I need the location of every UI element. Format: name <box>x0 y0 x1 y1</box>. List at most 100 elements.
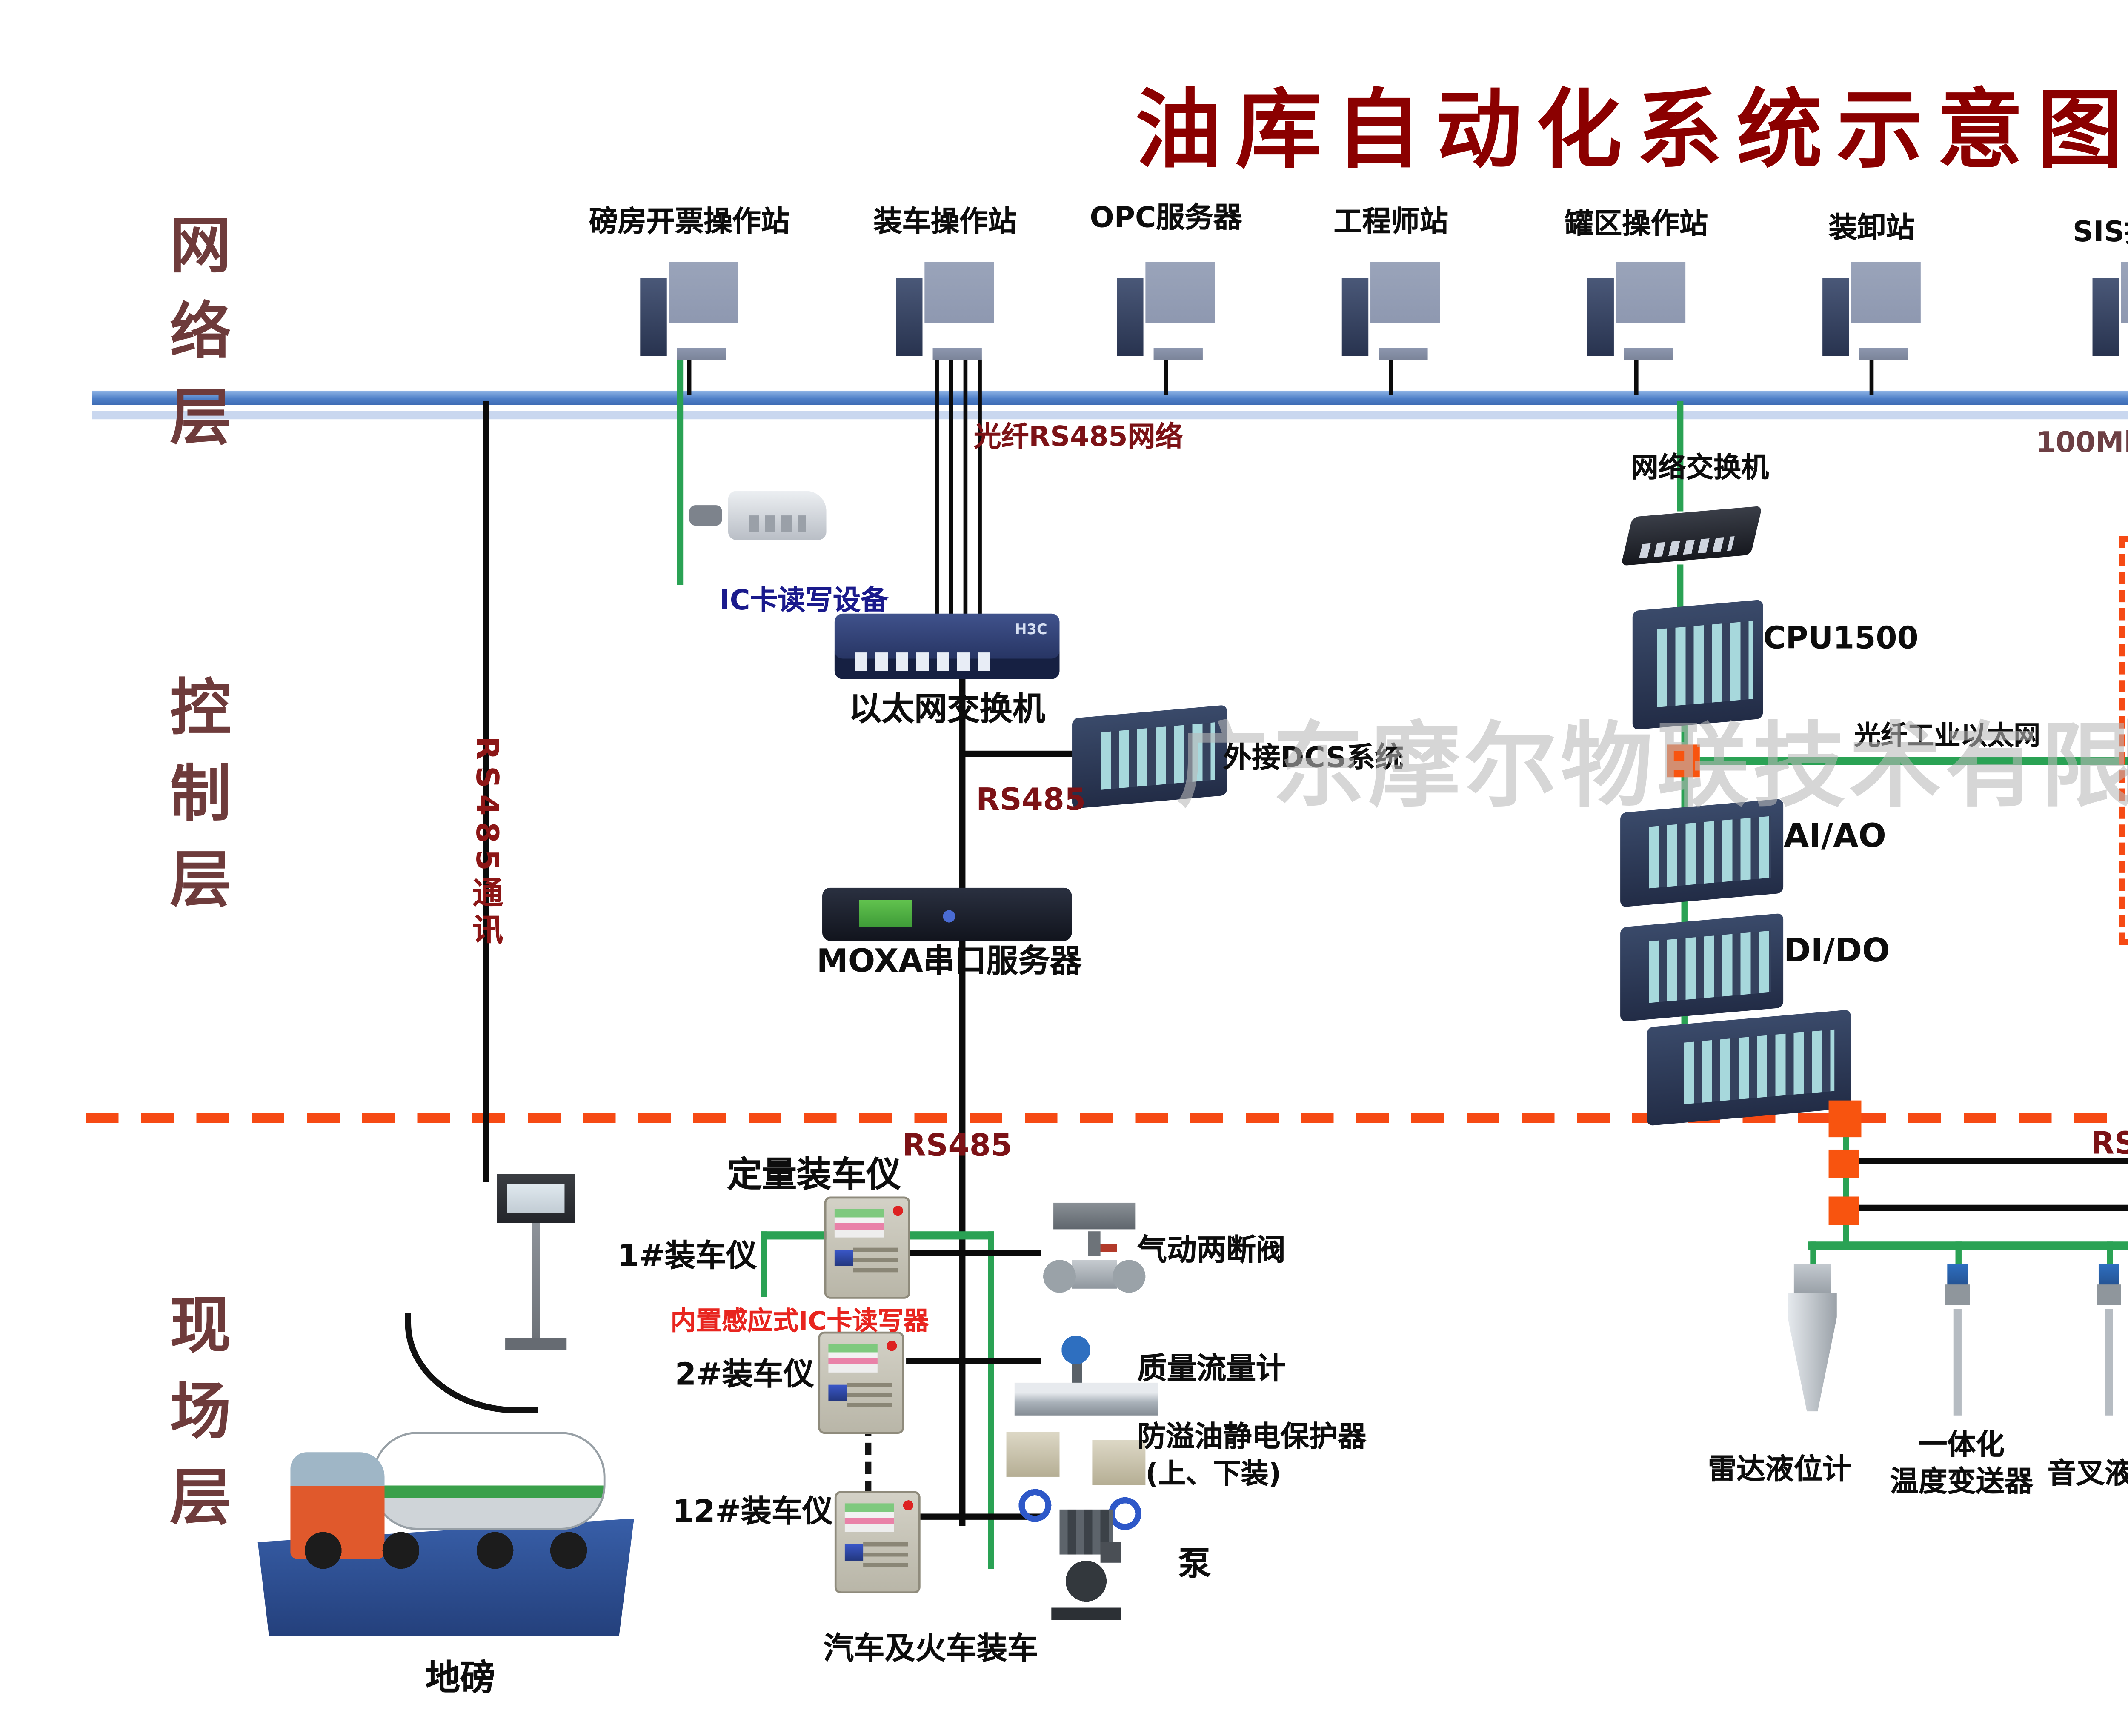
layer-label-network: 网络层 <box>157 212 229 471</box>
ic-note-label: 内置感应式IC卡读写器 <box>670 1305 929 1336</box>
mid-switch-label: 网络交换机 <box>1630 452 1769 485</box>
station-label: 装车操作站 <box>873 206 1017 240</box>
sis-rs485-line <box>1845 1158 2128 1164</box>
di-do-label: DI/DO <box>1783 930 1890 970</box>
loading-controller-2-icon <box>818 1331 904 1434</box>
mid-switch-line <box>1677 400 1684 512</box>
ic-card-reader-icon <box>728 491 827 540</box>
junction-node <box>1667 744 1700 778</box>
overflow-protector-sublabel: (上、下装) <box>1145 1458 1281 1491</box>
switch-brand: H3C <box>1015 622 1047 638</box>
loading-controller-12-icon <box>834 1491 921 1593</box>
station-label: 磅房开票操作站 <box>589 206 790 240</box>
fiber-industrial-line <box>1699 757 2128 765</box>
truck-wheels-icon <box>286 1530 634 1571</box>
station-label: 工程师站 <box>1333 206 1448 240</box>
plc-modules <box>1649 816 1770 888</box>
station-label: SIS操作站 <box>2072 217 2128 250</box>
ethernet-100m-label: 100Mbps以太网 <box>2036 427 2128 460</box>
loader1-label: 1#装车仪 <box>618 1237 757 1275</box>
usb-plug-icon <box>689 505 722 526</box>
workstation-icon <box>1341 262 1440 364</box>
page-title: 油库自动化系统示意图 <box>1135 80 2128 180</box>
switch-uplink-line <box>978 360 982 620</box>
loader-ellipsis-line <box>865 1423 872 1493</box>
overflow-protector-label: 防溢油静电保护器 <box>1137 1421 1367 1455</box>
switch-uplink-line <box>935 360 939 620</box>
plc-modules <box>1100 722 1215 790</box>
mass-flowmeter-label: 质量流量计 <box>1137 1354 1286 1387</box>
radar-level-gauge-icon <box>1783 1264 1841 1416</box>
drop-line <box>1389 360 1393 395</box>
sis-switch-label: 网络交换机 <box>2123 575 2128 604</box>
workstation-icon <box>1822 262 1921 364</box>
io-device-label: 音叉液位开关 <box>2047 1458 2128 1491</box>
moxa-serial-server-icon <box>822 887 1072 941</box>
io-device-label: 雷达液位计 <box>1708 1454 1851 1487</box>
drop-line <box>1164 360 1168 395</box>
ai-ao-label: AI/AO <box>1783 816 1886 855</box>
loader-green-drop <box>761 1231 767 1297</box>
drop-line <box>687 360 692 395</box>
fiber-rs485-label: 光纤RS485网络 <box>973 421 1183 454</box>
scale-indicator-icon <box>491 1174 581 1350</box>
fiber-industrial-label: 光纤工业以太网 <box>1854 722 2040 753</box>
ethernet-bus-line <box>92 390 2128 405</box>
ai-ao-plc-icon <box>1620 798 1784 907</box>
rs485-loading-label: RS485 <box>902 1127 1013 1164</box>
remote-io-plc-icon <box>1647 1010 1851 1126</box>
workstation-icon <box>1587 262 1686 364</box>
loading-caption: 汽车及火车装车 <box>823 1630 1038 1667</box>
loading-pump-icon <box>1035 1505 1146 1620</box>
cpu1500-label: CPU1500 <box>1763 620 1919 657</box>
drop-line <box>1634 360 1639 395</box>
workstation-icon <box>1117 262 1215 364</box>
dcs-branch-line <box>961 750 1080 757</box>
switch-ports <box>1639 536 1735 558</box>
mass-flowmeter-icon <box>1010 1333 1162 1424</box>
moxa-label: MOXA串口服务器 <box>816 943 1082 980</box>
switch-uplink-line <box>949 360 953 620</box>
loading-title: 定量装车仪 <box>727 1155 901 1197</box>
io-device-label: 温度变送器 <box>1890 1466 2034 1499</box>
ethernet-switch-label: 以太网交换机 <box>849 689 1045 728</box>
plc-modules <box>1649 931 1770 1002</box>
loader-branch-line <box>906 1250 1041 1256</box>
di-do-plc-icon <box>1620 913 1784 1022</box>
junction-node <box>1828 1149 1859 1178</box>
external-dcs-label: 外接DCS系统 <box>1223 742 1404 775</box>
junction-node <box>1828 1100 1862 1138</box>
pneumatic-valve-label: 气动两断阀 <box>1137 1235 1286 1268</box>
workstation-icon <box>896 262 994 364</box>
fork-level-switch-icon <box>2094 1264 2123 1416</box>
rs485-comm-label: RS485通讯 <box>468 736 506 951</box>
pneumatic-valve-icon <box>1035 1194 1154 1301</box>
sis-system-box <box>2119 536 2128 945</box>
loader12-label: 12#装车仪 <box>672 1493 833 1530</box>
switch-uplink-line <box>963 360 968 620</box>
cpu1500-plc-icon <box>1632 599 1763 730</box>
workstation-icon <box>640 262 738 364</box>
loader-branch-line <box>906 1358 1041 1364</box>
station-label: 装卸站 <box>1828 212 1915 246</box>
layer-label-control: 控制层 <box>157 675 229 933</box>
station-label: OPC服务器 <box>1090 202 1242 235</box>
io-device-label: 一体化 <box>1919 1430 2005 1463</box>
ic-reader-label: IC卡读写设备 <box>719 585 888 618</box>
layer-label-field: 现场层 <box>157 1293 229 1550</box>
io-manifold-line <box>1808 1241 2128 1249</box>
station-label: 罐区操作站 <box>1565 209 1708 242</box>
tank-truck-tank-icon <box>372 1432 606 1530</box>
switch-cpu-line <box>1677 564 1684 610</box>
junction-node <box>1828 1196 1859 1225</box>
ic-reader-line <box>677 360 684 585</box>
ethernet-switch-icon: H3C <box>834 613 1060 679</box>
workstation-icon <box>2092 262 2128 364</box>
rs485-branch-label: RS485 <box>976 781 1086 818</box>
loader-green-drop <box>988 1231 994 1569</box>
loader2-label: 2#装车仪 <box>675 1356 814 1393</box>
mid-switch-icon <box>1621 506 1762 566</box>
plc-modules <box>1683 1028 1835 1105</box>
